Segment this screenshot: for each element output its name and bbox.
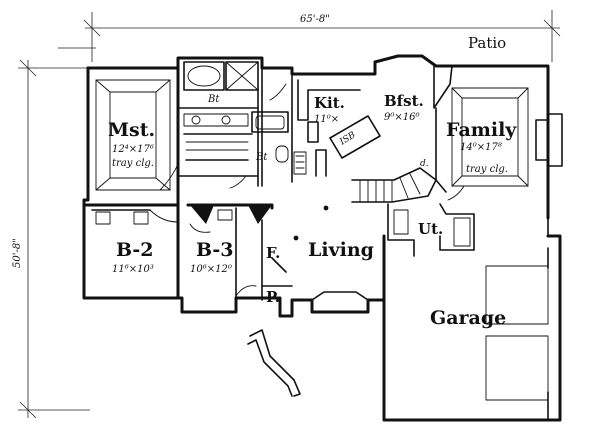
master-size: 12⁴×17⁶ xyxy=(112,144,154,155)
foyer-label: F. xyxy=(266,244,280,262)
family-note: tray clg. xyxy=(466,164,508,175)
dimension-lines xyxy=(18,10,561,419)
bed3-label: B-3 xyxy=(196,239,234,261)
width-dimension: 65'-8" xyxy=(300,14,330,25)
family-size: 14⁰×17⁸ xyxy=(460,142,502,153)
bed2-label: B-2 xyxy=(116,239,154,261)
dimension-labels: 65'-8" 50'-8" xyxy=(12,14,330,268)
kitchen-size: 11⁰× xyxy=(314,114,339,125)
interior-walls xyxy=(82,61,563,421)
breakfast-size: 9⁰×16⁰ xyxy=(384,112,419,123)
bed2-size: 11⁶×10³ xyxy=(112,264,154,275)
bed3-size: 10⁶×12⁰ xyxy=(190,264,232,275)
garage-label: Garage xyxy=(430,307,506,329)
bath2-label: Bt xyxy=(255,152,268,163)
patio-label: Patio xyxy=(468,34,506,52)
room-labels: Patio Mst. 12⁴×17⁶ tray clg. Bt Bt Kit. … xyxy=(108,34,517,329)
master-note: tray clg. xyxy=(112,158,154,169)
kitchen-label: Kit. xyxy=(314,94,345,112)
bath-label: Bt xyxy=(207,94,220,105)
down-stair-label: d. xyxy=(420,159,429,169)
utility-label: Ut. xyxy=(418,220,443,238)
family-label: Family xyxy=(446,119,517,141)
living-label: Living xyxy=(308,239,374,261)
breakfast-label: Bfst. xyxy=(384,92,424,110)
master-label: Mst. xyxy=(108,119,155,141)
porch-label: P. xyxy=(266,288,280,306)
depth-dimension: 50'-8" xyxy=(12,238,23,268)
exterior-walls xyxy=(82,54,562,422)
